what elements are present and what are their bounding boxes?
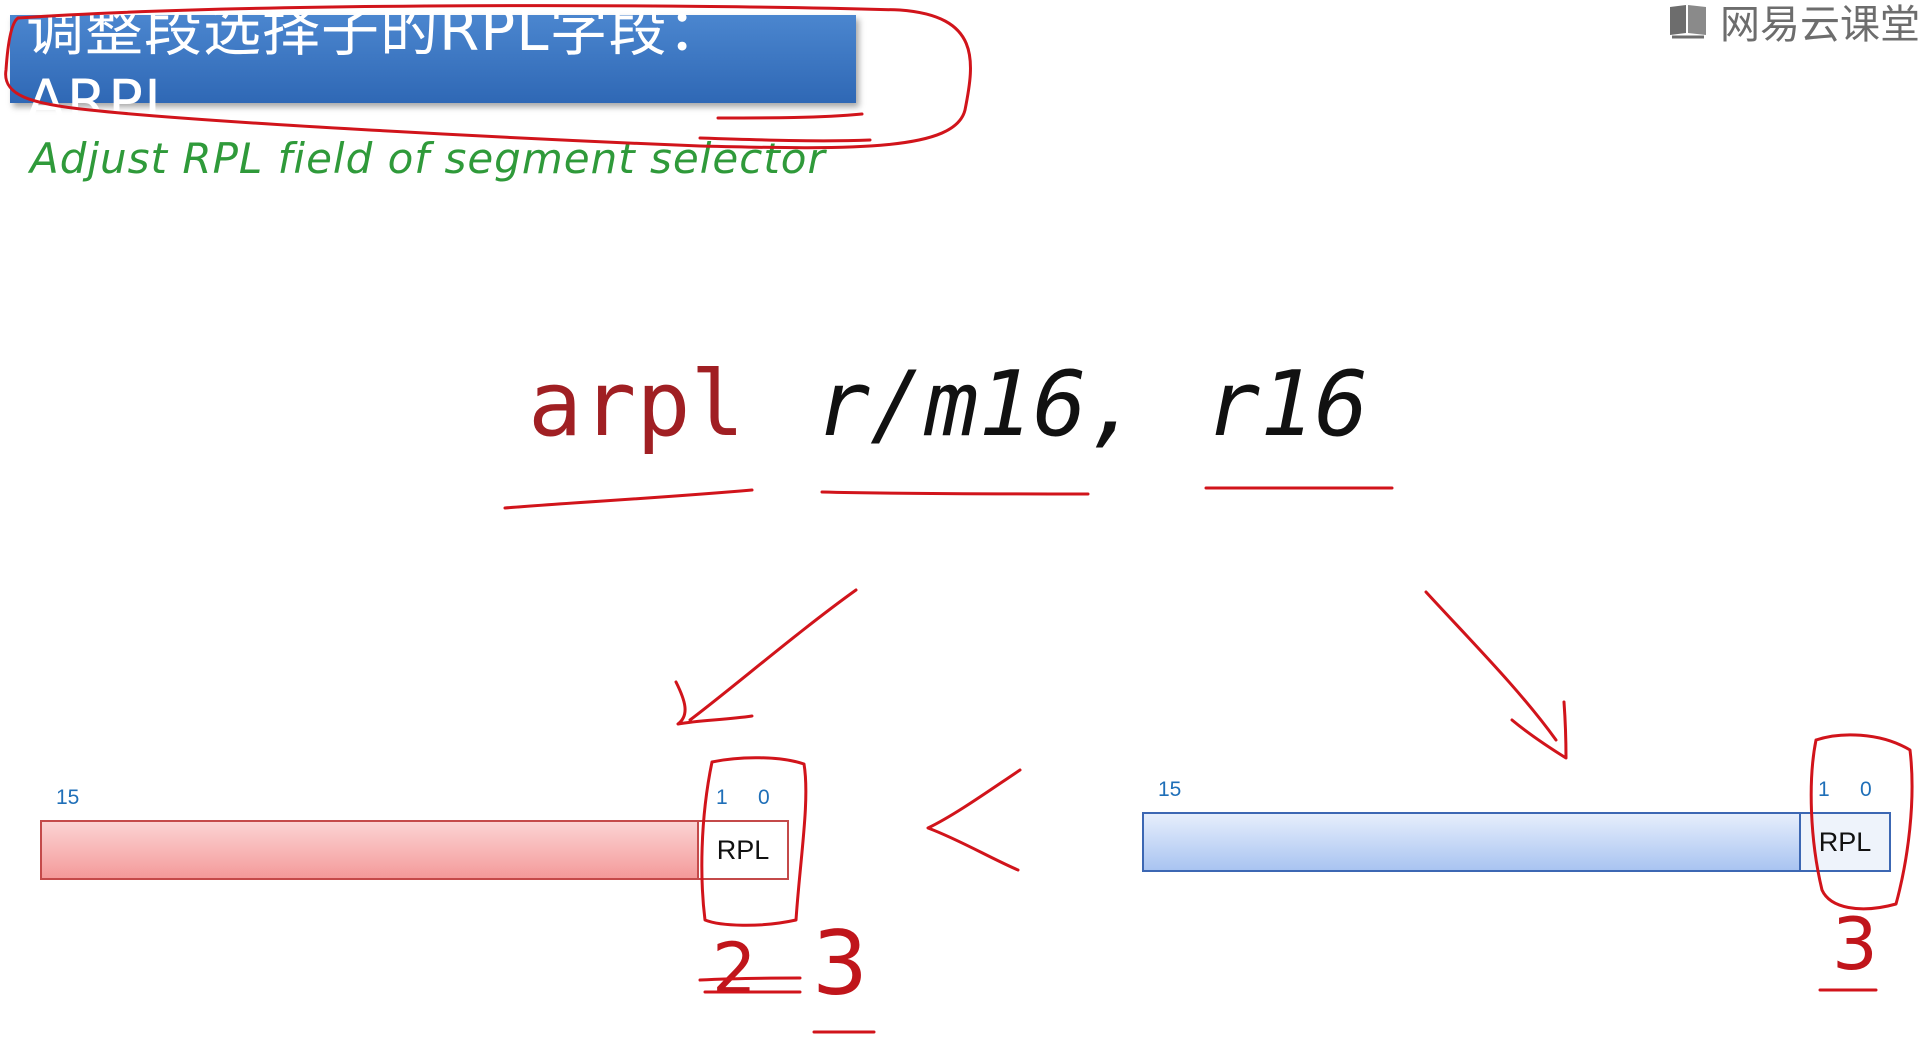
right-bit-15-label: 15 — [1158, 778, 1182, 801]
instruction-operand-rm16: r/m16, — [816, 352, 1142, 457]
left-bit-15-label: 15 — [56, 786, 80, 809]
left-rpl-label: RPL — [716, 834, 770, 865]
right-rpl-value: 3 — [1832, 902, 1878, 986]
left-bit-1-label: 1 — [716, 786, 728, 809]
instruction-mnemonic: arpl — [528, 352, 745, 457]
arrow-to-destination-icon — [674, 588, 858, 726]
left-register-rpl-field: RPL — [699, 820, 789, 880]
right-bit-0-label: 0 — [1860, 778, 1872, 801]
watermark: 网易云课堂 — [1668, 0, 1920, 48]
title-banner: 调整段选择子的RPL字段：ARPL — [10, 0, 856, 135]
mnemonic-underline — [503, 488, 754, 510]
left-rpl-old-value: 2 — [712, 928, 757, 1010]
book-icon — [1670, 5, 1706, 39]
slide-subtitle: Adjust RPL field of segment selector — [30, 134, 826, 183]
right-register-rpl-field: RPL — [1801, 812, 1891, 872]
slide-title: 调整段选择子的RPL字段：ARPL — [26, 0, 727, 135]
arrow-to-source-icon — [1424, 590, 1568, 760]
operand1-underline — [820, 490, 1090, 496]
watermark-text: 网易云课堂 — [1720, 2, 1920, 48]
instruction-operand-r16: r16 — [1206, 352, 1369, 457]
left-register-selector-bits — [40, 820, 699, 880]
right-register-selector-bits — [1142, 812, 1801, 872]
right-bit-1-label: 1 — [1818, 778, 1830, 801]
less-than-comparison-icon — [926, 768, 1022, 872]
left-rpl-new-value: 3 — [812, 912, 868, 1015]
left-bit-0-label: 0 — [758, 786, 770, 809]
right-rpl-label: RPL — [1818, 826, 1872, 857]
